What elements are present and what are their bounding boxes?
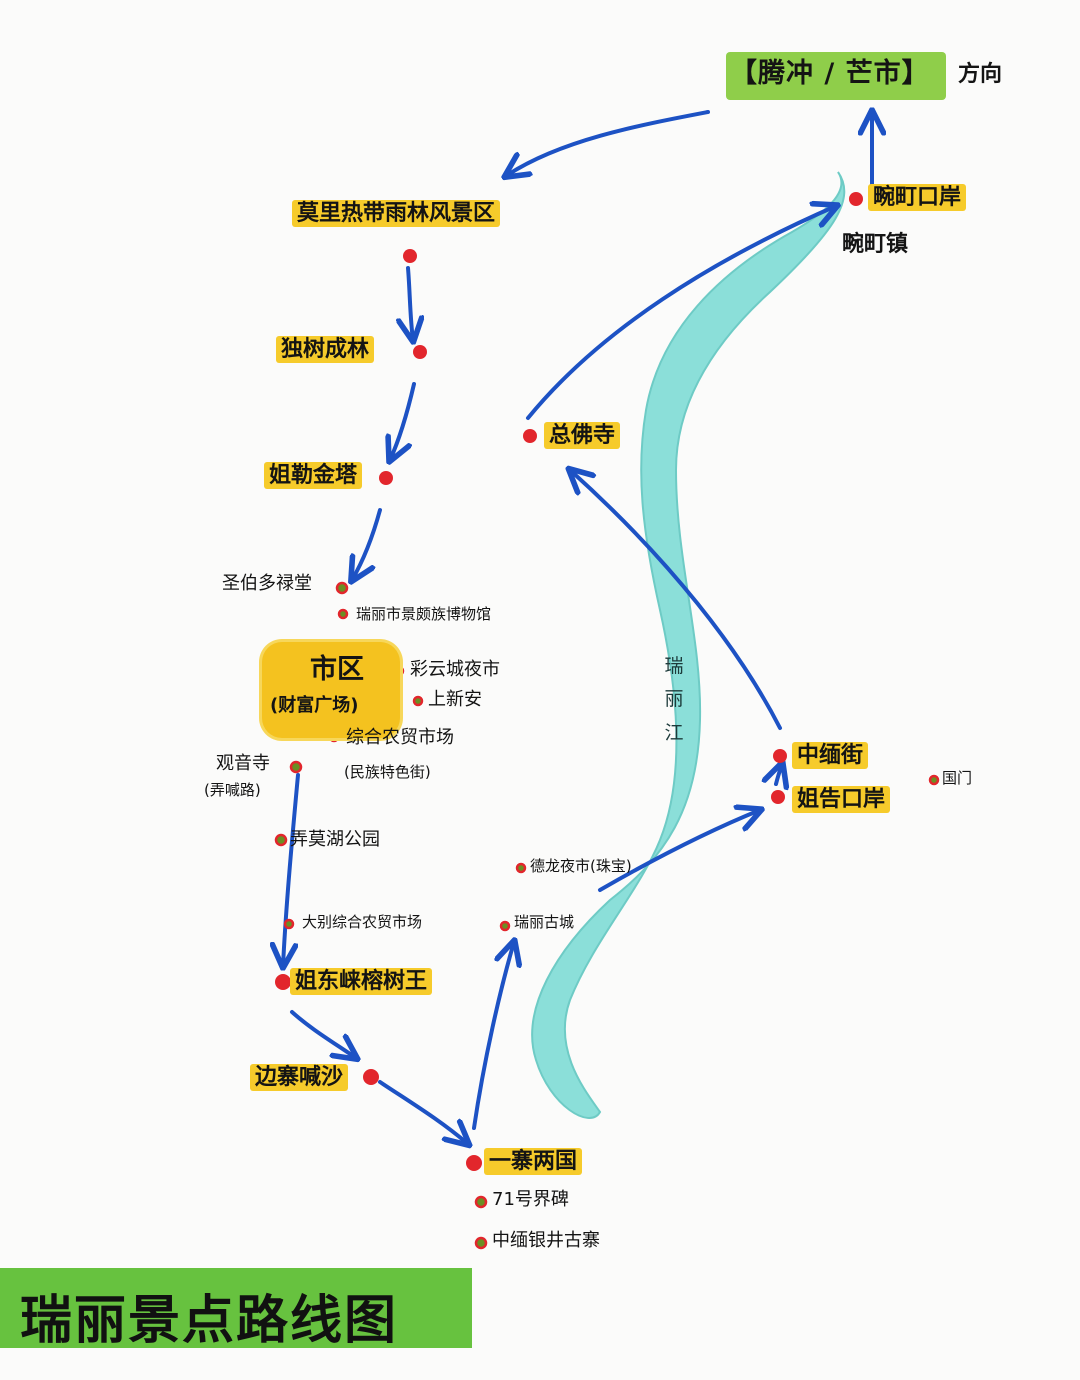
arrow-jiegao-to-zhongmian: [776, 764, 782, 784]
spot-market-sub: (民族特色街): [344, 763, 431, 781]
spot-zhongmian-well: 中缅银井古寨: [492, 1230, 600, 1251]
arrow-jiedong-to-bianzhai: [290, 1010, 356, 1058]
stop-dot-jiele: [379, 471, 393, 485]
river-char-3: 江: [664, 721, 684, 744]
spot-bianzhai: 边寨喊沙: [250, 1064, 349, 1092]
spot-moli: 莫里热带雨林风景区: [292, 200, 501, 228]
direction-highlight: [726, 52, 946, 100]
minor-dot-nongmo: [274, 833, 288, 847]
spot-wanding-port: 畹町口岸: [868, 184, 967, 212]
spot-ancient-city: 瑞丽古城: [514, 913, 575, 931]
stop-dot-jiegao: [771, 790, 785, 804]
stop-dot-zongfo: [523, 429, 537, 443]
spot-jiegao: 姐告口岸: [792, 786, 891, 814]
arrow-zongfo-to-wanding: [526, 206, 836, 420]
spot-delong: 德龙夜市(珠宝): [530, 857, 632, 875]
stop-dot-wanding: [849, 192, 863, 206]
ruili-river: [531, 171, 846, 1119]
spot-shangxinan: 上新安: [428, 689, 482, 710]
spot-zhongmian-street: 中缅街: [792, 742, 869, 770]
river-char-2: 丽: [664, 688, 684, 711]
arrow-bianzhai-to-yizhai: [378, 1080, 468, 1144]
minor-dot-jiebei71: [474, 1195, 488, 1209]
spot-jiedong: 姐东崃榕树王: [290, 968, 433, 996]
spot-guanyin-sub: (弄喊路): [204, 781, 261, 799]
arrow-dushu-to-jiele: [390, 382, 416, 460]
spot-museum: 瑞丽市景颇族博物馆: [356, 605, 492, 623]
arrow-jiele-to-shengbo: [352, 508, 382, 580]
spot-shengbo: 圣伯多禄堂: [222, 573, 312, 594]
spot-market: 综合农贸市场: [346, 727, 454, 748]
spot-caiyun: 彩云城夜市: [410, 659, 500, 680]
title-banner: [0, 1268, 472, 1348]
spot-yizhai: 一寨两国: [484, 1148, 583, 1176]
stop-dot-jiedong: [275, 974, 291, 990]
minor-dot-guomen: [928, 774, 940, 786]
city-highlight: [262, 642, 400, 738]
minor-dot-zhongmian-well: [474, 1236, 488, 1250]
spot-guomen: 国门: [942, 769, 973, 787]
minor-dot-museum: [337, 608, 349, 620]
minor-dot-shengbo: [335, 581, 349, 595]
arrow-ancient-city-to-jiegao: [598, 810, 760, 892]
spot-jiele: 姐勒金塔: [264, 462, 363, 490]
direction-label: 【腾冲 / 芒市】: [730, 58, 930, 89]
direction-suffix: 方向: [958, 62, 1003, 87]
minor-dot-guanyin: [289, 760, 303, 774]
spot-nongmo: 弄莫湖公园: [290, 829, 380, 850]
stop-dot-zhongmian-street: [773, 749, 787, 763]
arrow-moli-to-dushu: [408, 266, 413, 340]
spot-city: 市区: [310, 654, 364, 685]
arrow-yizhai-to-ancient-city: [472, 942, 514, 1130]
arrow-direction-to-moli: [506, 110, 710, 176]
river-name: 瑞 丽 江: [662, 650, 686, 750]
river-char-1: 瑞: [664, 655, 684, 677]
minor-dot-shangxinan: [412, 695, 424, 707]
spot-guanyin: 观音寺: [216, 753, 270, 774]
stop-dot-bianzhai: [363, 1069, 379, 1085]
minor-dot-ancient-city: [499, 920, 511, 932]
arrow-zhongmian-to-zongfo: [570, 470, 782, 730]
spot-wanding-town: 畹町镇: [842, 232, 909, 257]
stop-dot-dushu: [413, 345, 427, 359]
spot-jiebei71: 71号界碑: [492, 1189, 569, 1210]
page-title: 瑞丽景点路线图: [20, 1291, 399, 1351]
stop-dot-moli: [403, 249, 417, 263]
minor-dot-dabie: [283, 918, 295, 930]
arrow-guanyin-to-jiedong: [283, 773, 300, 966]
minor-dot-delong: [515, 862, 527, 874]
spot-dabie: 大别综合农贸市场: [302, 913, 423, 931]
stop-dot-yizhai: [466, 1155, 482, 1171]
spot-zongfo: 总佛寺: [544, 422, 621, 450]
spot-dushu: 独树成林: [276, 336, 375, 364]
spot-city-sub: (财富广场): [270, 695, 359, 716]
